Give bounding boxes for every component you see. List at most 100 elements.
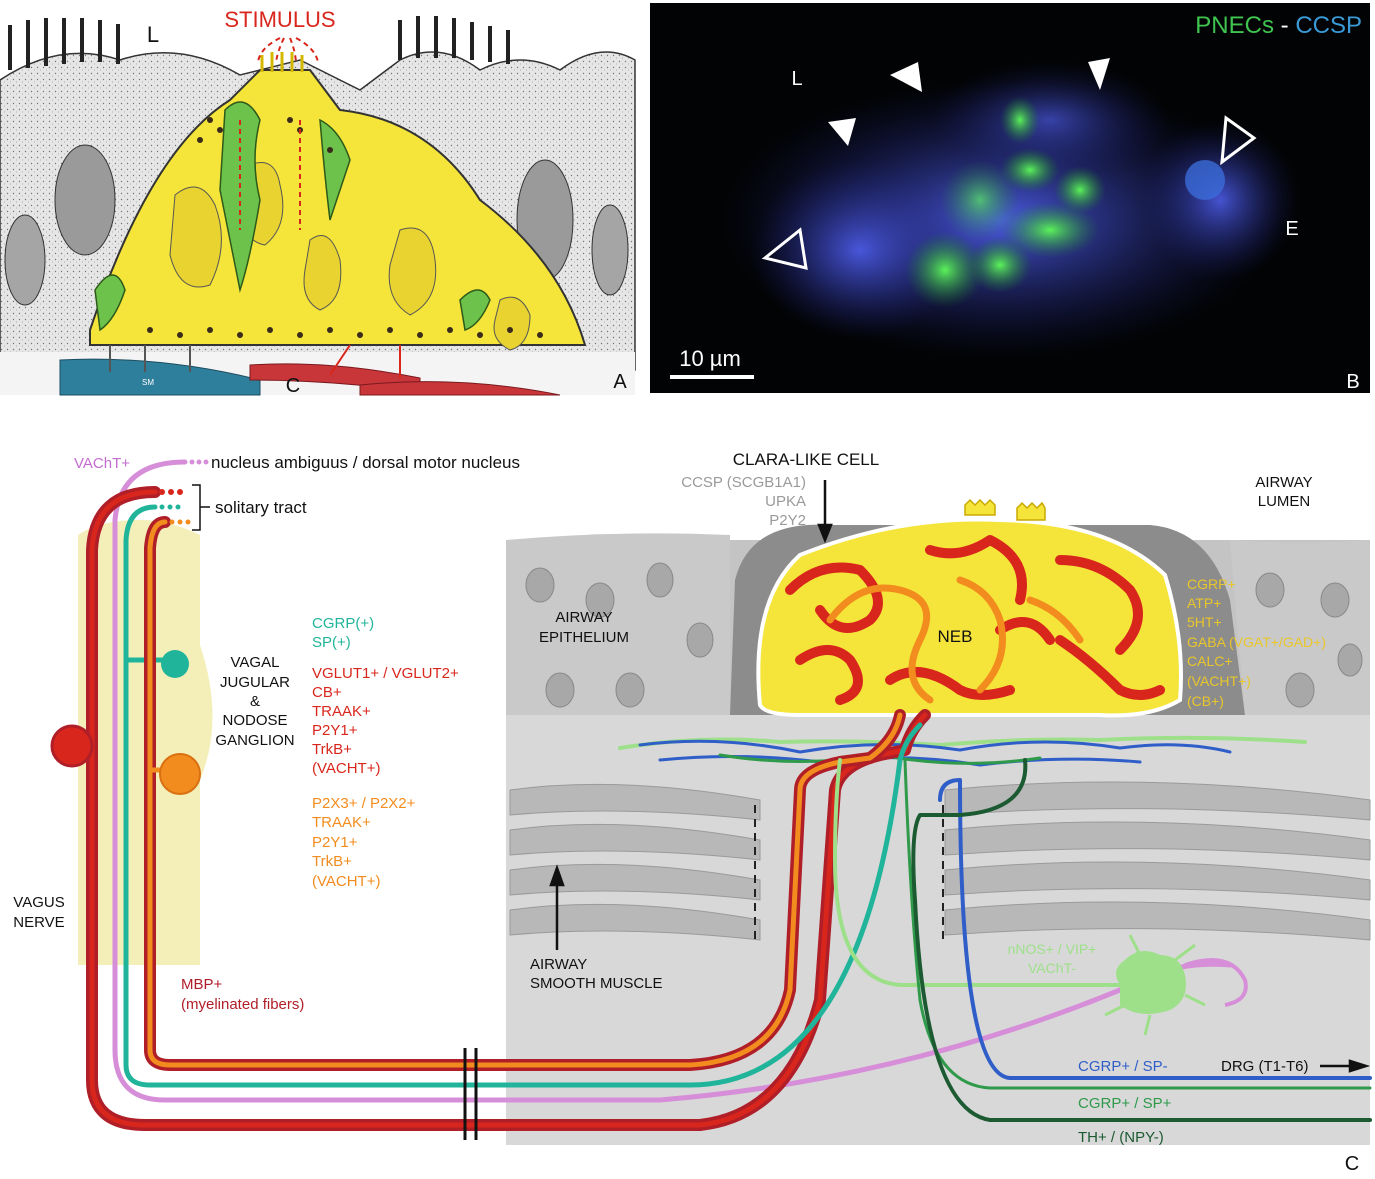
neb-body <box>756 498 1183 718</box>
neb-marker: CGRP+ <box>1187 576 1236 592</box>
smooth-muscle-label-line: SMOOTH MUSCLE <box>530 975 663 992</box>
orange-marker: P2Y1+ <box>312 834 358 851</box>
clara-markers: CCSP (SCGB1A1) UPKA P2Y2 <box>681 474 806 529</box>
clara-marker: P2Y2 <box>769 512 806 529</box>
panel-b-micrograph <box>650 3 1370 393</box>
neb-marker: CALC+ <box>1187 653 1233 669</box>
orange-marker: (VACHT+) <box>312 873 380 890</box>
arrowhead-open <box>1220 115 1257 166</box>
red-marker: VGLUT1+ / VGLUT2+ <box>312 665 459 682</box>
cilia-left <box>8 18 120 70</box>
vagus-label: VAGUS NERVE <box>13 894 64 931</box>
panel-a-sm-label: SM <box>142 378 154 387</box>
orange-marker: TRAAK+ <box>312 814 371 831</box>
scale-bar <box>670 375 754 379</box>
mbp-label-line: (myelinated fibers) <box>181 996 304 1013</box>
orange-neuron-soma <box>159 753 201 795</box>
title-separator: - <box>1274 12 1295 39</box>
green-fiber-label: CGRP+ / SP+ <box>1078 1095 1172 1112</box>
neb-microvilli <box>260 52 304 72</box>
panel-b-lumen-label: L <box>791 68 802 90</box>
stimulus-arrows <box>239 37 319 230</box>
epithelium-label-line: EPITHELIUM <box>539 629 629 646</box>
nnos-label: nNOS+ / VIP+ VAChT- <box>1008 941 1097 976</box>
mbp-label: MBP+ (myelinated fibers) <box>181 976 304 1013</box>
neb-label: NEB <box>938 627 973 646</box>
panel-c-letter: C <box>1345 1153 1359 1175</box>
dkgreen-fiber-label: TH+ / (NPY-) <box>1078 1129 1164 1146</box>
orange-marker: P2X3+ / P2X2+ <box>312 795 416 812</box>
red-marker: TrkB+ <box>312 741 352 758</box>
smooth-muscle-label: AIRWAY SMOOTH MUSCLE <box>530 956 663 992</box>
red-marker: (VACHT+) <box>312 760 380 777</box>
neb-marker: (VACHT+) <box>1187 673 1251 689</box>
cilia-right <box>398 16 510 64</box>
epithelial-nuclei <box>525 562 1363 708</box>
nerve-fibers <box>86 459 1372 1131</box>
lumen-label-line: AIRWAY <box>1255 474 1312 491</box>
teal-neuron-soma <box>161 650 189 678</box>
basal-arrows <box>109 345 191 372</box>
stimulus-label: STIMULUS <box>224 7 335 32</box>
vagus-label-line: VAGUS <box>13 894 64 911</box>
panel-a-lumen-label: L <box>147 22 159 47</box>
neb-marker: (CB+) <box>1187 693 1224 709</box>
teal-marker: CGRP(+) <box>312 615 374 632</box>
neb-marker: ATP+ <box>1187 595 1221 611</box>
solitary-tract-bracket <box>192 484 210 531</box>
panel-a-capillary-label: C <box>286 375 300 397</box>
panel-a-letter: A <box>613 371 627 393</box>
panel-b-epithelium-label: E <box>1285 218 1298 240</box>
nucleus-label: nucleus ambiguus / dorsal motor nucleus <box>211 453 520 472</box>
granules <box>147 117 543 338</box>
ganglion-label-line: JUGULAR <box>220 674 290 691</box>
red-marker: TRAAK+ <box>312 703 371 720</box>
nnos-label-line: nNOS+ / VIP+ <box>1008 941 1097 957</box>
clara-marker: CCSP (SCGB1A1) <box>681 474 806 491</box>
ganglion-label-line: VAGAL <box>231 654 280 671</box>
arrowhead-filled <box>828 118 856 146</box>
solitary-tract-label: solitary tract <box>215 498 307 517</box>
blue-fiber-label: CGRP+ / SP- <box>1078 1058 1168 1075</box>
panel-a-illustration <box>0 0 636 396</box>
orange-markers: P2X3+ / P2X2+ TRAAK+ P2Y1+ TrkB+ (VACHT+… <box>312 795 416 890</box>
nnos-neuron <box>1104 934 1248 1036</box>
arrowhead-open <box>761 227 808 270</box>
ccsp-label: CCSP <box>1295 12 1362 39</box>
neb-markers: CGRP+ ATP+ 5HT+ GABA (VGAT+/GAD+) CALC+ … <box>1187 576 1326 709</box>
epithelium-label: AIRWAY EPITHELIUM <box>539 609 629 646</box>
lumen-label: AIRWAY LUMEN <box>1255 474 1312 510</box>
arrowhead-filled <box>1088 58 1110 90</box>
arrowhead-filled <box>890 62 922 92</box>
nerve-cut-marks <box>463 1048 478 1140</box>
ganglion-label-line: & <box>250 693 260 710</box>
nnos-label-line: VAChT- <box>1028 960 1076 976</box>
annotation-arrows <box>549 480 1371 1073</box>
teal-markers: CGRP(+) SP(+) <box>312 615 374 651</box>
neb-marker: 5HT+ <box>1187 614 1222 630</box>
clara-cell-label: CLARA-LIKE CELL <box>733 450 879 469</box>
lumen-label-line: LUMEN <box>1258 493 1311 510</box>
red-markers: VGLUT1+ / VGLUT2+ CB+ TRAAK+ P2Y1+ TrkB+… <box>312 665 459 777</box>
panel-b-letter: B <box>1346 371 1359 393</box>
pnecs-label: PNECs <box>1195 12 1274 39</box>
ganglion-label-line: NODOSE <box>222 712 287 729</box>
mbp-label-line: MBP+ <box>181 976 223 993</box>
drg-label: DRG (T1-T6) <box>1221 1058 1309 1075</box>
vacht-tag: VAChT+ <box>74 455 130 472</box>
epithelium-label-line: AIRWAY <box>555 609 612 626</box>
scale-bar-label: 10 µm <box>679 346 741 371</box>
vagus-label-line: NERVE <box>13 914 64 931</box>
ganglion-label: VAGAL JUGULAR & NODOSE GANGLION <box>215 654 294 749</box>
red-neuron-soma <box>50 724 94 768</box>
fiber-end-dots <box>159 459 209 525</box>
neb-marker: GABA (VGAT+/GAD+) <box>1187 634 1326 650</box>
smooth-muscle-label-line: AIRWAY <box>530 956 587 973</box>
teal-marker: SP(+) <box>312 634 351 651</box>
clara-marker: UPKA <box>765 493 806 510</box>
ganglion-label-line: GANGLION <box>215 732 294 749</box>
red-marker: P2Y1+ <box>312 722 358 739</box>
red-marker: CB+ <box>312 684 342 701</box>
panel-b-title: PNECs - CCSP <box>1195 12 1362 39</box>
